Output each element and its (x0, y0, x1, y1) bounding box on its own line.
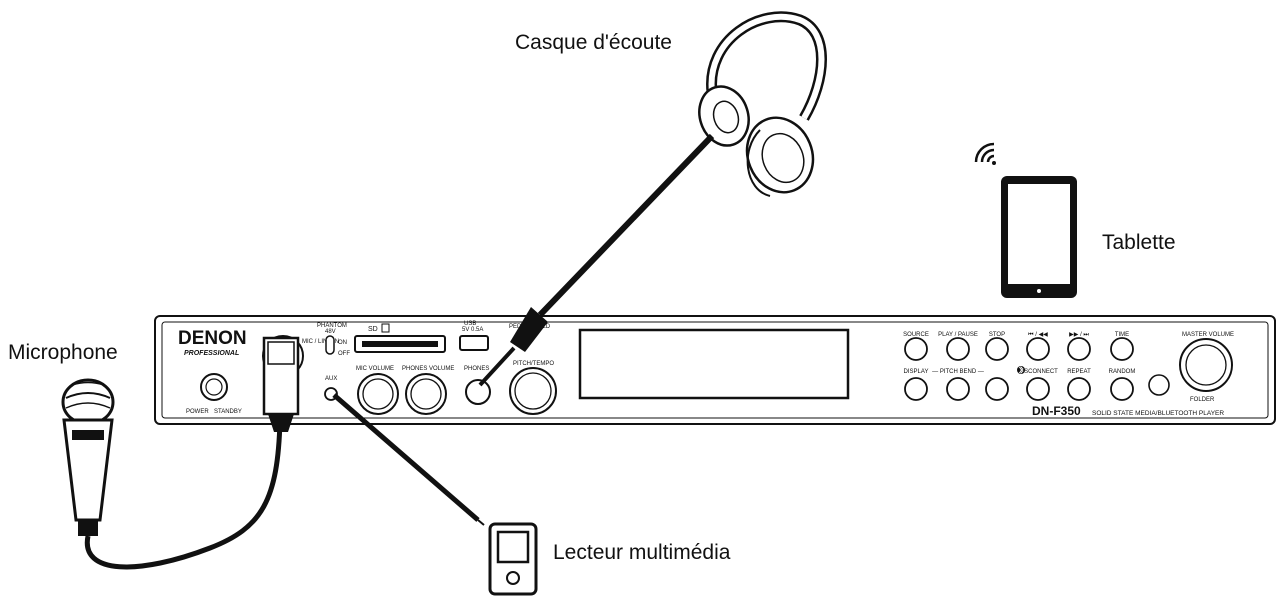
master-volume-label: MASTER VOLUME (1182, 332, 1234, 338)
headphone-cable (537, 133, 715, 318)
phones-volume-label: PHONES VOLUME (402, 366, 454, 372)
aux-cable (332, 393, 480, 522)
microphone-cable (84, 419, 283, 570)
master-volume-knob-inner (1185, 344, 1227, 386)
phantom-switch[interactable] (325, 335, 335, 355)
top-row-button-4[interactable] (1026, 337, 1050, 361)
aux-cable-tip (477, 519, 485, 526)
top-row-button-2[interactable] (946, 337, 970, 361)
bottom-row-button-2[interactable] (946, 377, 970, 401)
phantom-label: PHANTOM (317, 323, 347, 329)
bottom-row-button-label-5: REPEAT (1067, 369, 1091, 375)
power-label: POWER (186, 409, 209, 415)
dn-f350-front-panel: DENON PROFESSIONAL POWER STANDBY MIC / L… (154, 315, 1276, 425)
media-player-illustration (488, 522, 538, 596)
xlr-plug (262, 336, 300, 432)
bluetooth-icon (1017, 366, 1025, 374)
mic-line-in-label: MIC / LINE IN (302, 339, 339, 345)
top-row-button-1[interactable] (904, 337, 928, 361)
top-row-button-5[interactable] (1067, 337, 1091, 361)
phantom-on: ON (338, 340, 347, 346)
brand-logo: DENON (178, 328, 247, 349)
pitch-tempo-knob[interactable] (509, 367, 557, 415)
power-button[interactable] (200, 373, 228, 401)
mic-volume-knob[interactable] (357, 373, 399, 415)
sd-slot-icon (381, 323, 390, 333)
bottom-row-button-label-6: RANDOM (1109, 369, 1136, 375)
bottom-row-button-4[interactable] (1026, 377, 1050, 401)
master-volume-knob[interactable] (1179, 338, 1233, 392)
sd-label: SD (368, 326, 378, 333)
usb-power-label: 5V 0.5A (462, 327, 483, 333)
model-name: DN-F350 (1032, 404, 1081, 418)
top-row-button-label-4: ⏮ / ◀◀ (1028, 332, 1048, 338)
aux-label: AUX (325, 376, 337, 382)
phantom-voltage: 48V (325, 329, 336, 335)
pitch-tempo-label: PITCH/TEMPO (513, 361, 554, 367)
headphones-label: Casque d'écoute (515, 31, 672, 54)
bottom-row-button-5[interactable] (1067, 377, 1091, 401)
pitch-tempo-knob-inner (514, 372, 552, 410)
phantom-off: OFF (338, 351, 350, 357)
microphone-label: Microphone (8, 341, 118, 364)
top-row-button-label-1: SOURCE (903, 332, 929, 338)
bottom-row-button-label-4: DISCONNECT (1018, 369, 1058, 375)
usb-port[interactable] (459, 335, 489, 351)
top-row-button-label-3: STOP (989, 332, 1005, 338)
model-description: SOLID STATE MEDIA/BLUETOOTH PLAYER (1092, 410, 1224, 417)
transport-buttons-top: SOURCE PLAY / PAUSE STOP ⏮ / ◀◀ ▶▶ / ⏭ TIME (903, 332, 1134, 361)
bottom-row-button-6[interactable] (1110, 377, 1134, 401)
phones-volume-knob[interactable] (405, 373, 447, 415)
mic-volume-knob-inner (362, 378, 394, 410)
bottom-row-button-3[interactable] (985, 377, 1009, 401)
top-row-button-label-5: ▶▶ / ⏭ (1069, 332, 1089, 338)
headphones-illustration (698, 11, 827, 197)
power-button-ring (205, 378, 223, 396)
bottom-row-button-1[interactable] (904, 377, 928, 401)
standby-label: STANDBY (214, 409, 242, 415)
sd-card-slot-opening (362, 341, 438, 347)
tablet-label: Tablette (1102, 231, 1176, 254)
bottom-row-button-label-2: — PITCH BEND — (932, 369, 984, 375)
top-row-button-label-2: PLAY / PAUSE (938, 332, 978, 338)
folder-aux-button[interactable] (1148, 374, 1170, 396)
top-row-button-6[interactable] (1110, 337, 1134, 361)
mic-volume-label: MIC VOLUME (356, 366, 394, 372)
usb-label: USB (464, 321, 476, 327)
headphone-plug (478, 307, 548, 387)
lcd-display (578, 328, 850, 400)
folder-label: FOLDER (1190, 397, 1215, 403)
media-player-label: Lecteur multimédia (553, 541, 731, 564)
microphone-illustration (61, 378, 115, 536)
wireless-signal-icon (974, 142, 996, 165)
bottom-row-button-label-1: DISPLAY (904, 369, 929, 375)
phones-label: PHONES (464, 366, 489, 372)
transport-buttons-bottom: DISPLAY— PITCH BEND — DISCONNECT REPEAT RAN… (904, 369, 1136, 401)
brand-sub: PROFESSIONAL (184, 350, 239, 357)
top-row-button-3[interactable] (985, 337, 1009, 361)
tablet-illustration (1001, 176, 1077, 298)
top-row-button-label-6: TIME (1115, 332, 1129, 338)
phones-volume-knob-inner (410, 378, 442, 410)
phones-jack[interactable] (465, 379, 491, 405)
